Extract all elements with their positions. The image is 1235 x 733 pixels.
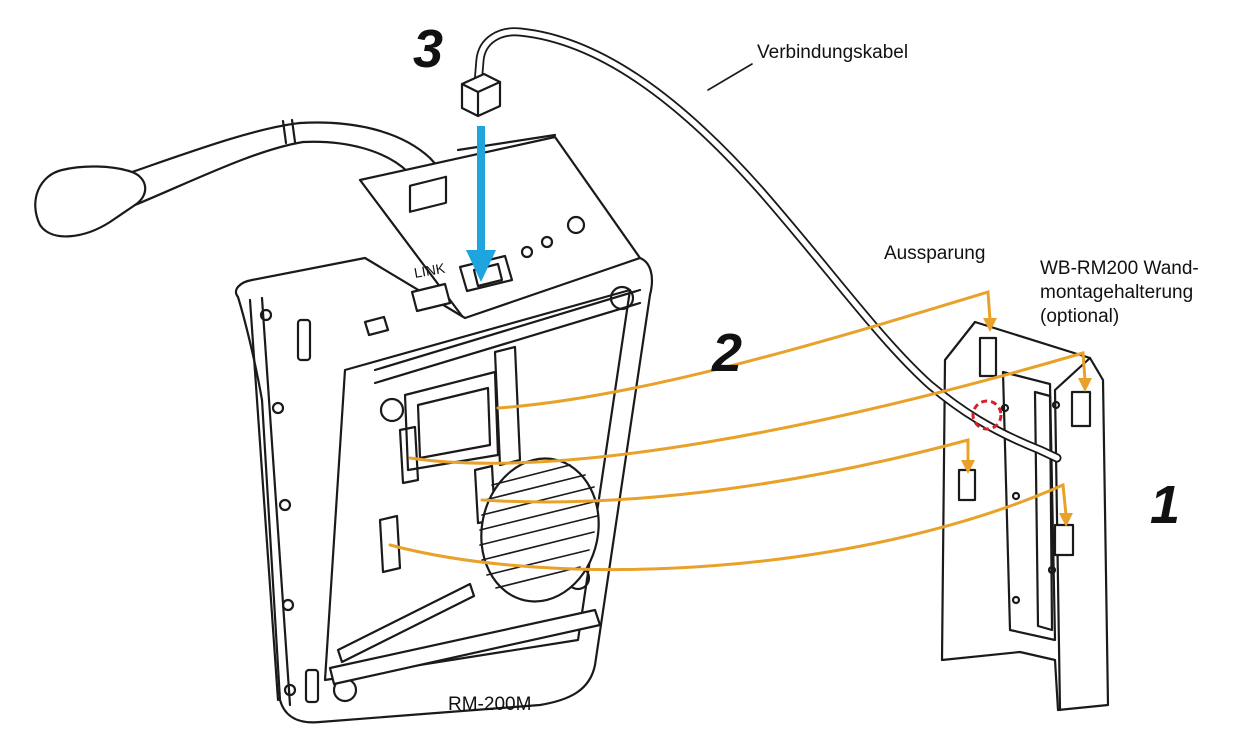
cutout-label: Aussparung xyxy=(884,243,986,264)
guide-arrow-upper xyxy=(408,351,1087,465)
connection-cable xyxy=(460,27,1062,463)
cutout-highlight-circle xyxy=(971,399,1003,431)
rm-200m-device xyxy=(234,133,654,724)
step-1-number: 1 xyxy=(1150,475,1181,535)
guide-arrow-lower xyxy=(480,438,970,504)
guide-arrow-bottom xyxy=(388,482,1068,572)
bracket-label-line3: (optional) xyxy=(1040,306,1120,327)
bracket-label-line2: montagehalterung xyxy=(1040,282,1194,303)
step-2-number: 2 xyxy=(712,323,743,383)
guide-arrows xyxy=(388,290,1087,572)
guide-arrowheads xyxy=(961,318,1092,527)
link-port-label: LINK xyxy=(413,260,447,281)
bracket-label-line1: WB-RM200 Wand- xyxy=(1040,258,1199,279)
insert-arrow xyxy=(466,126,496,282)
device-label: RM-200M xyxy=(448,694,532,715)
guide-arrow-top xyxy=(496,290,992,410)
step-3-number: 3 xyxy=(413,19,444,79)
cable-label: Verbindungskabel xyxy=(757,42,909,63)
